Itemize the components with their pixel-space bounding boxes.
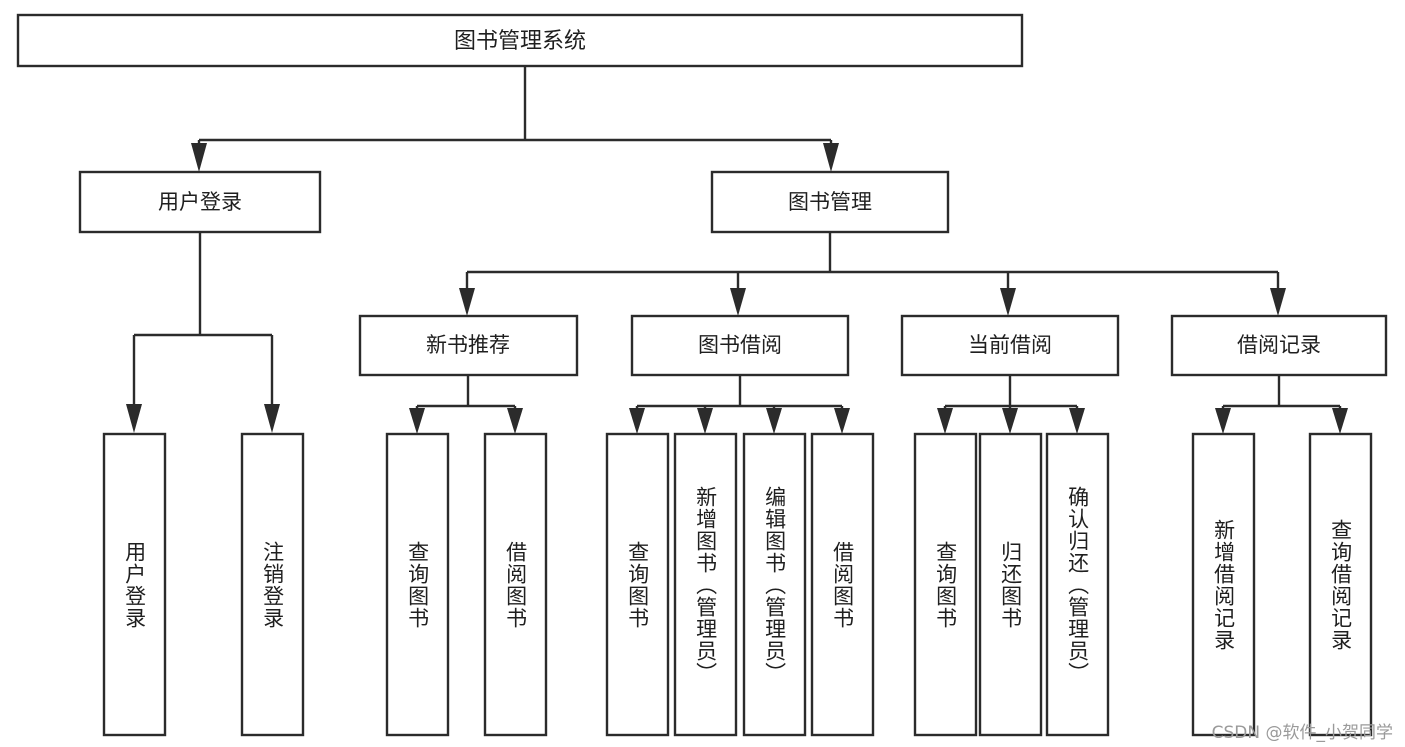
arrow-head-icon (834, 408, 850, 434)
arrow-head-icon (191, 143, 207, 172)
node-book-borrow[interactable]: 图书借阅 (630, 314, 850, 377)
leaf-box-newbook-0[interactable] (385, 432, 450, 737)
arrow-head-icon (459, 288, 475, 316)
arrow-head-icon (1332, 408, 1348, 434)
level1-label-1: 图书管理 (788, 190, 872, 214)
arrow-head-icon (730, 288, 746, 316)
root-box[interactable] (16, 13, 1024, 68)
leaf-box-newbook-1[interactable] (483, 432, 548, 737)
node-borrow-record[interactable]: 借阅记录 (1170, 314, 1388, 377)
node-current-borrow[interactable]: 当前借阅 (900, 314, 1120, 377)
leaf-box-borrowrecord-0[interactable] (1191, 432, 1256, 737)
watermark: CSDN @软件_小贺同学 (1211, 723, 1393, 743)
level1-label-0: 用户登录 (158, 190, 242, 214)
arrow-head-icon (507, 408, 523, 434)
connector-root-to-level1 (191, 66, 839, 172)
arrow-head-icon (937, 408, 953, 434)
leaf-box-user-login-0[interactable] (102, 432, 167, 737)
arrow-head-icon (1270, 288, 1286, 316)
leaf-box-currentborrow-1[interactable] (978, 432, 1043, 737)
leaf-box-user-login-1[interactable] (240, 432, 305, 737)
level2-box-0[interactable] (358, 314, 579, 377)
arrow-head-icon (409, 408, 425, 434)
connector-bookborrow-to-leaves (629, 375, 850, 434)
leaf-box-bookborrow-2[interactable] (742, 432, 807, 737)
connector-currentborrow-to-leaves (937, 375, 1085, 434)
arrow-head-icon (264, 404, 280, 433)
level2-label-3: 借阅记录 (1237, 333, 1321, 357)
leaf-box-bookborrow-1[interactable] (673, 432, 738, 737)
connector-bookmgmt-to-level2 (459, 232, 1286, 316)
leaf-box-bookborrow-3[interactable] (810, 432, 875, 737)
arrow-head-icon (629, 408, 645, 434)
arrow-head-icon (126, 404, 142, 433)
node-book-management[interactable]: 图书管理 (710, 170, 950, 234)
connector-newbook-to-leaves (409, 375, 523, 434)
node-root[interactable]: 图书管理系统 (16, 13, 1024, 68)
root-label: 图书管理系统 (454, 29, 586, 54)
arrow-head-icon (823, 143, 839, 172)
level2-label-2: 当前借阅 (968, 333, 1052, 357)
arrow-head-icon (766, 408, 782, 434)
level2-label-1: 图书借阅 (698, 333, 782, 357)
leaf-box-currentborrow-0[interactable] (913, 432, 978, 737)
leaf-box-borrowrecord-1[interactable] (1308, 432, 1373, 737)
arrow-head-icon (697, 408, 713, 434)
arrow-head-icon (1000, 288, 1016, 316)
connector-userlogin-to-leaves (126, 232, 280, 433)
connector-borrowrecord-to-leaves (1215, 375, 1348, 434)
arrow-head-icon (1069, 408, 1085, 434)
arrow-head-icon (1215, 408, 1231, 434)
leaf-box-bookborrow-0[interactable] (605, 432, 670, 737)
node-user-login[interactable]: 用户登录 (78, 170, 322, 234)
level1-box-0[interactable] (78, 170, 322, 234)
level2-label-0: 新书推荐 (426, 333, 510, 357)
arrow-head-icon (1002, 408, 1018, 434)
level2-box-2[interactable] (900, 314, 1120, 377)
node-new-book-recommend[interactable]: 新书推荐 (358, 314, 579, 377)
leaf-box-currentborrow-2[interactable] (1045, 432, 1110, 737)
